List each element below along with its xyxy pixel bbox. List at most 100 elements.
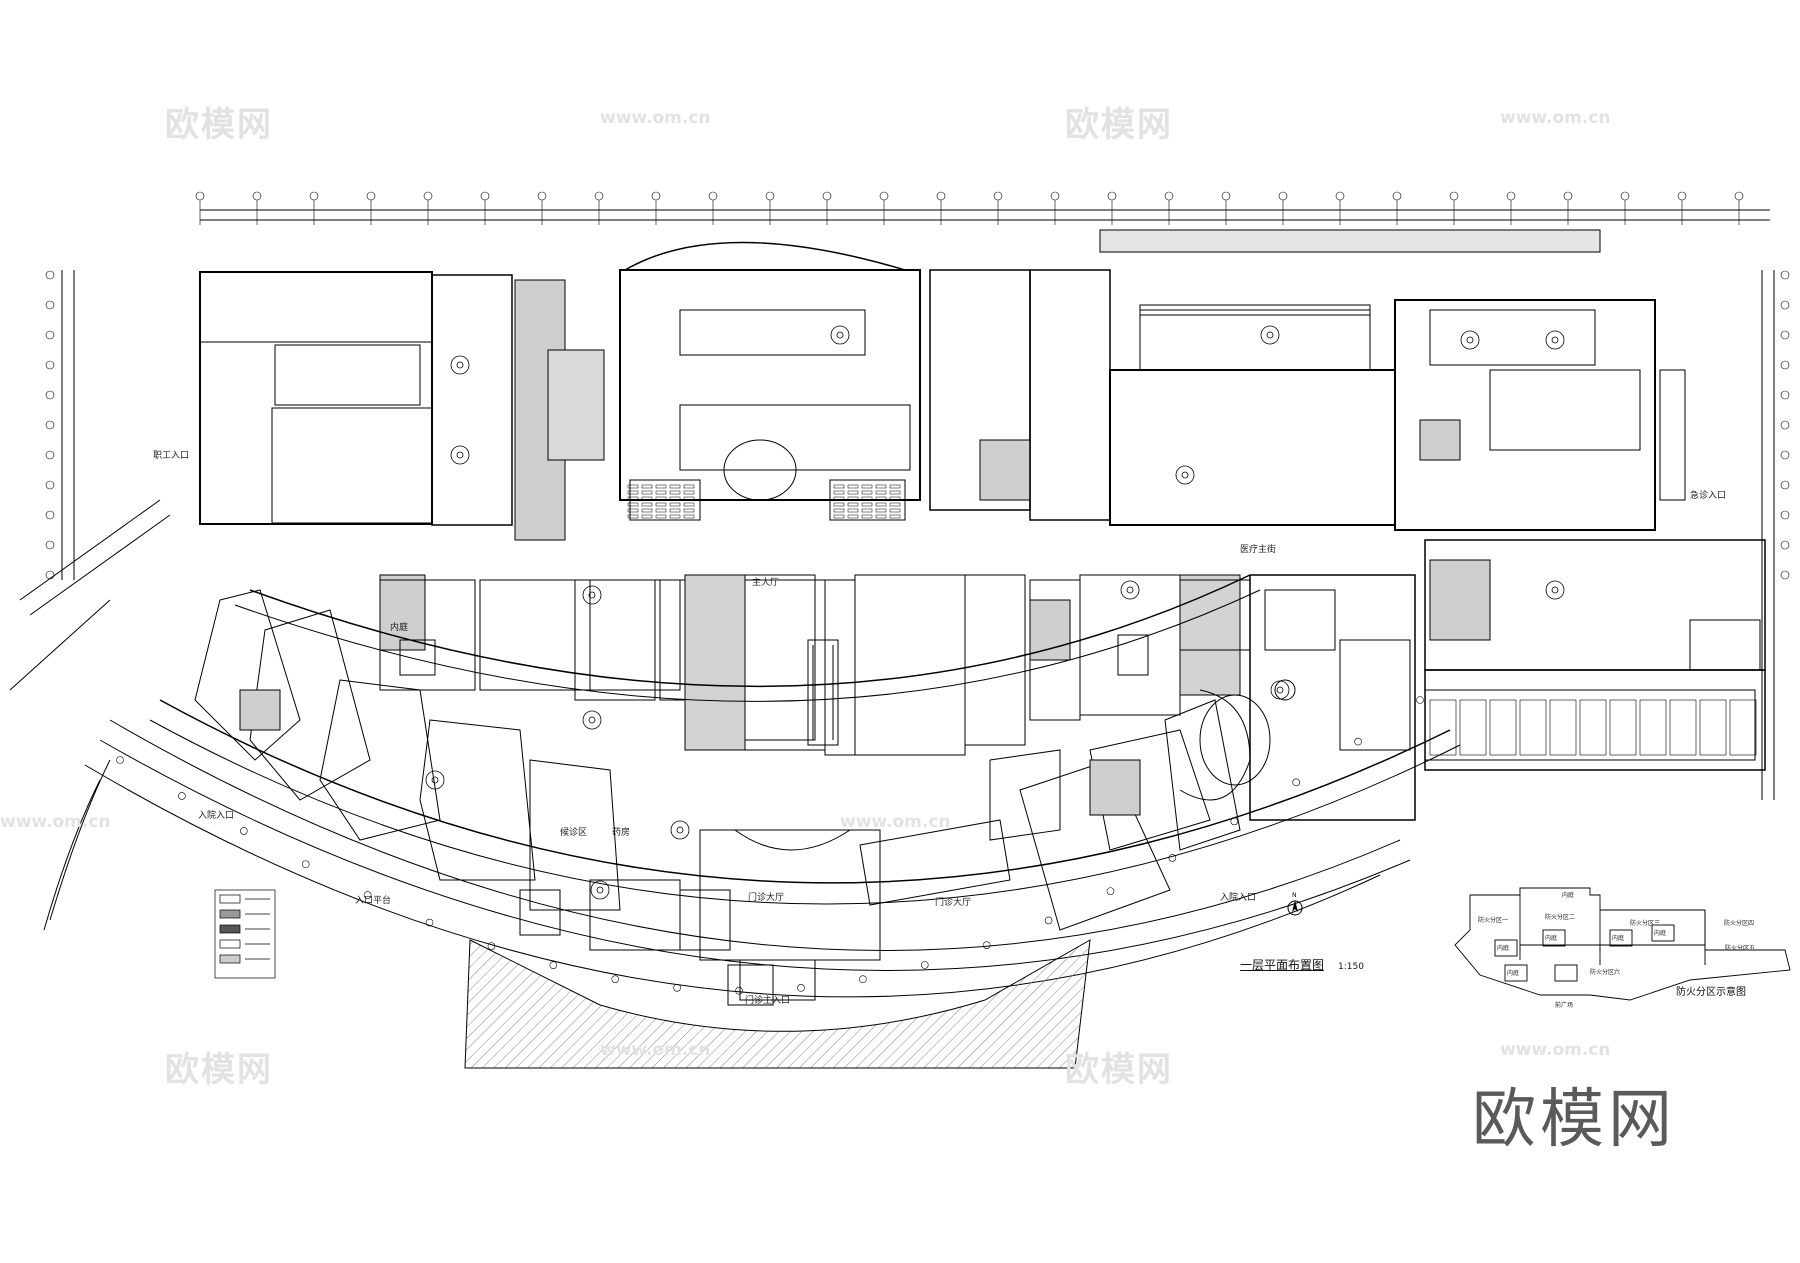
seat <box>861 514 873 519</box>
grid-axis-bubble <box>45 360 55 370</box>
grid-axis-bubble <box>1780 360 1790 370</box>
grid-axis-bubble <box>1050 191 1060 201</box>
ward-room <box>1429 699 1457 756</box>
room-label-waiting: 候诊区 <box>560 828 588 838</box>
grid-axis-bubble <box>1335 191 1345 201</box>
radial-axis-bubble <box>549 961 558 969</box>
seat <box>847 496 859 501</box>
tree-symbol-center <box>1551 586 1559 594</box>
tree-symbol <box>425 770 445 790</box>
radial-axis-bubble <box>363 891 372 899</box>
seat <box>669 502 681 507</box>
grid-axis-bubble <box>1164 191 1174 201</box>
room-label-hall: 主大厅 <box>752 578 780 588</box>
seat <box>861 502 873 507</box>
tree-symbol <box>582 710 602 730</box>
fire-zone-label: 防火分区一 <box>1478 917 1509 924</box>
grid-axis-bubble <box>1392 191 1402 201</box>
tree-symbol <box>670 820 690 840</box>
tree-symbol <box>590 880 610 900</box>
north-arrow <box>1287 900 1303 916</box>
tree-symbol <box>1545 330 1565 350</box>
seat <box>847 508 859 513</box>
tree-symbol <box>1545 580 1565 600</box>
grid-axis-bubble <box>480 191 490 201</box>
radial-axis-bubble <box>487 942 496 950</box>
grid-axis-bubble <box>1620 191 1630 201</box>
radial-axis-bubble <box>240 827 248 835</box>
grid-axis-bubble <box>45 330 55 340</box>
seat <box>889 514 901 519</box>
grid-axis-bubble <box>936 191 946 201</box>
seat <box>847 490 859 495</box>
tree-symbol-center <box>836 331 844 339</box>
grid-axis-bubble <box>1780 450 1790 460</box>
seat <box>669 508 681 513</box>
seat <box>875 502 887 507</box>
seat <box>683 508 695 513</box>
tree-symbol <box>1270 680 1290 700</box>
room-label-main-entrance: 门诊主入口 <box>745 996 791 1006</box>
seat <box>847 484 859 489</box>
radial-axis-bubble <box>1106 887 1115 895</box>
tree-symbol-center <box>1276 686 1284 694</box>
grid-axis-bubble <box>1506 191 1516 201</box>
grid-axis-bubble <box>822 191 832 201</box>
radial-axis-bubble <box>1416 696 1424 704</box>
tree-symbol <box>1175 465 1195 485</box>
radial-axis-bubble <box>611 975 620 983</box>
grid-axis-bubble <box>1107 191 1117 201</box>
seat <box>655 490 667 495</box>
grid-axis-bubble <box>765 191 775 201</box>
seat <box>641 502 653 507</box>
seat <box>875 514 887 519</box>
seat <box>655 484 667 489</box>
tree-symbol <box>1120 580 1140 600</box>
radial-axis-bubble <box>859 975 867 983</box>
grid-axis-bubble <box>366 191 376 201</box>
ward-room <box>1639 699 1667 756</box>
radial-axis-bubble <box>1044 916 1053 925</box>
ward-room <box>1489 699 1517 756</box>
ward-room <box>1729 699 1757 756</box>
seat <box>641 490 653 495</box>
grid-axis-bubble <box>45 450 55 460</box>
grid-axis-bubble <box>993 191 1003 201</box>
radial-axis-bubble <box>1292 778 1300 787</box>
radial-axis-bubble <box>735 986 743 995</box>
grid-axis-bubble <box>45 570 55 580</box>
grid-axis-bubble <box>45 480 55 490</box>
room-label-staff-entry: 职工入口 <box>153 451 190 461</box>
fire-zone-label: 防火分区二 <box>1545 914 1576 921</box>
grid-axis-bubble <box>45 510 55 520</box>
room-label-inpatient-entry: 入院入口 <box>1220 893 1257 903</box>
room-label-pharmacy: 药房 <box>612 828 631 838</box>
seat <box>627 508 639 513</box>
tree-symbol <box>450 445 470 465</box>
fire-zone-label: 内庭 <box>1612 935 1625 942</box>
grid-axis-bubble <box>879 191 889 201</box>
seat <box>627 496 639 501</box>
seat <box>669 484 681 489</box>
seat <box>627 490 639 495</box>
seat <box>669 490 681 495</box>
grid-axis-bubble <box>651 191 661 201</box>
grid-axis-bubble <box>45 420 55 430</box>
tree-symbol <box>1460 330 1480 350</box>
grid-axis-bubble <box>45 270 55 280</box>
ward-room <box>1669 699 1697 756</box>
tree-symbol-center <box>456 361 464 369</box>
ward-room <box>1459 699 1487 756</box>
seat <box>889 508 901 513</box>
grid-axis-bubble <box>1780 540 1790 550</box>
seat <box>833 490 845 495</box>
radial-axis-bubble <box>1230 817 1239 826</box>
seat <box>833 496 845 501</box>
room-label-outpatient-lobby: 门诊大厅 <box>935 898 972 908</box>
tree-symbol-center <box>676 826 684 834</box>
room-label-courtyard: 内庭 <box>390 623 409 633</box>
seat <box>641 514 653 519</box>
tree-symbol-center <box>431 776 439 784</box>
radial-axis-bubble <box>301 860 310 869</box>
seat <box>875 490 887 495</box>
